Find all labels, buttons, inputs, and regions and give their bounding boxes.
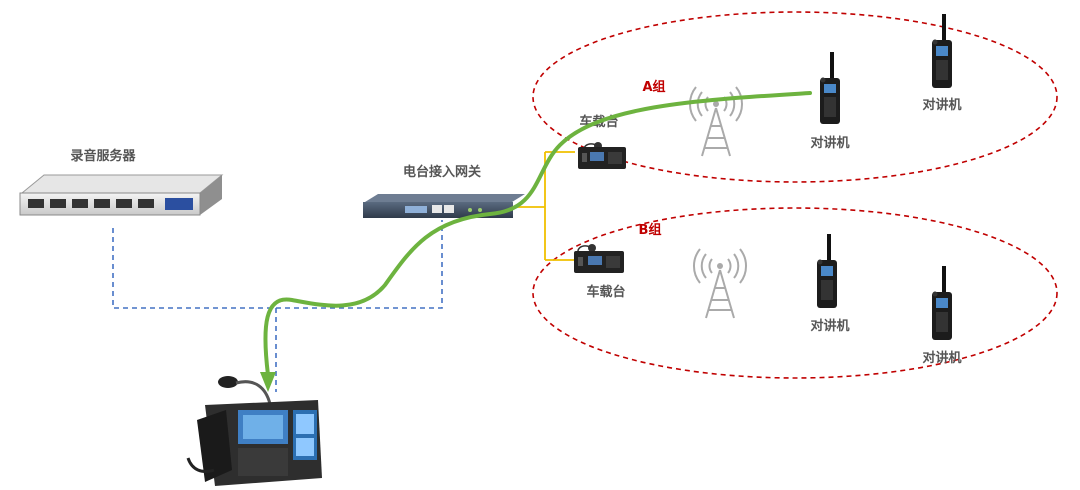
vehicle-radio-b: 车载台 xyxy=(574,244,626,300)
group-b-boundary xyxy=(532,207,1058,379)
group-a-label: A组 xyxy=(642,79,665,95)
server-network-link xyxy=(112,220,443,309)
handheld-radio-b2: 对讲机 xyxy=(922,266,962,366)
group-a-boundary xyxy=(532,11,1058,183)
vehicle-radio-icon xyxy=(578,142,626,169)
voice-path xyxy=(260,91,812,392)
ip-desk-phone-icon xyxy=(186,376,322,486)
handheld-radio-a2: 对讲机 xyxy=(922,14,962,113)
recording-server-label: 录音服务器 xyxy=(70,148,136,164)
radio-bus-link xyxy=(510,151,575,261)
voice-path-arrowhead xyxy=(260,372,276,392)
handheld-radio-a1: 对讲机 xyxy=(810,52,850,151)
gateway-appliance-icon xyxy=(363,194,525,218)
recording-server: 录音服务器 xyxy=(19,148,224,216)
group-b-label: B组 xyxy=(639,222,662,238)
gateway-label: 电台接入网关 xyxy=(403,164,481,180)
handheld-radio-a1-label: 对讲机 xyxy=(810,135,849,151)
walkie-talkie-icon xyxy=(820,52,840,124)
vehicle-radio-b-label: 车载台 xyxy=(586,284,625,300)
handheld-radio-a2-label: 对讲机 xyxy=(922,97,961,113)
rack-server-icon xyxy=(19,174,224,216)
radio-tower-icon xyxy=(693,248,747,319)
vehicle-radio-icon xyxy=(574,244,624,273)
handheld-radio-b1-label: 对讲机 xyxy=(810,318,849,334)
handheld-radio-b2-label: 对讲机 xyxy=(922,350,961,366)
walkie-talkie-icon xyxy=(932,14,952,88)
ip-desk-phone xyxy=(186,376,322,486)
gateway: 电台接入网关 xyxy=(363,164,525,218)
handheld-radio-b1: 对讲机 xyxy=(810,234,850,334)
walkie-talkie-icon xyxy=(932,266,952,340)
walkie-talkie-icon xyxy=(817,234,837,308)
